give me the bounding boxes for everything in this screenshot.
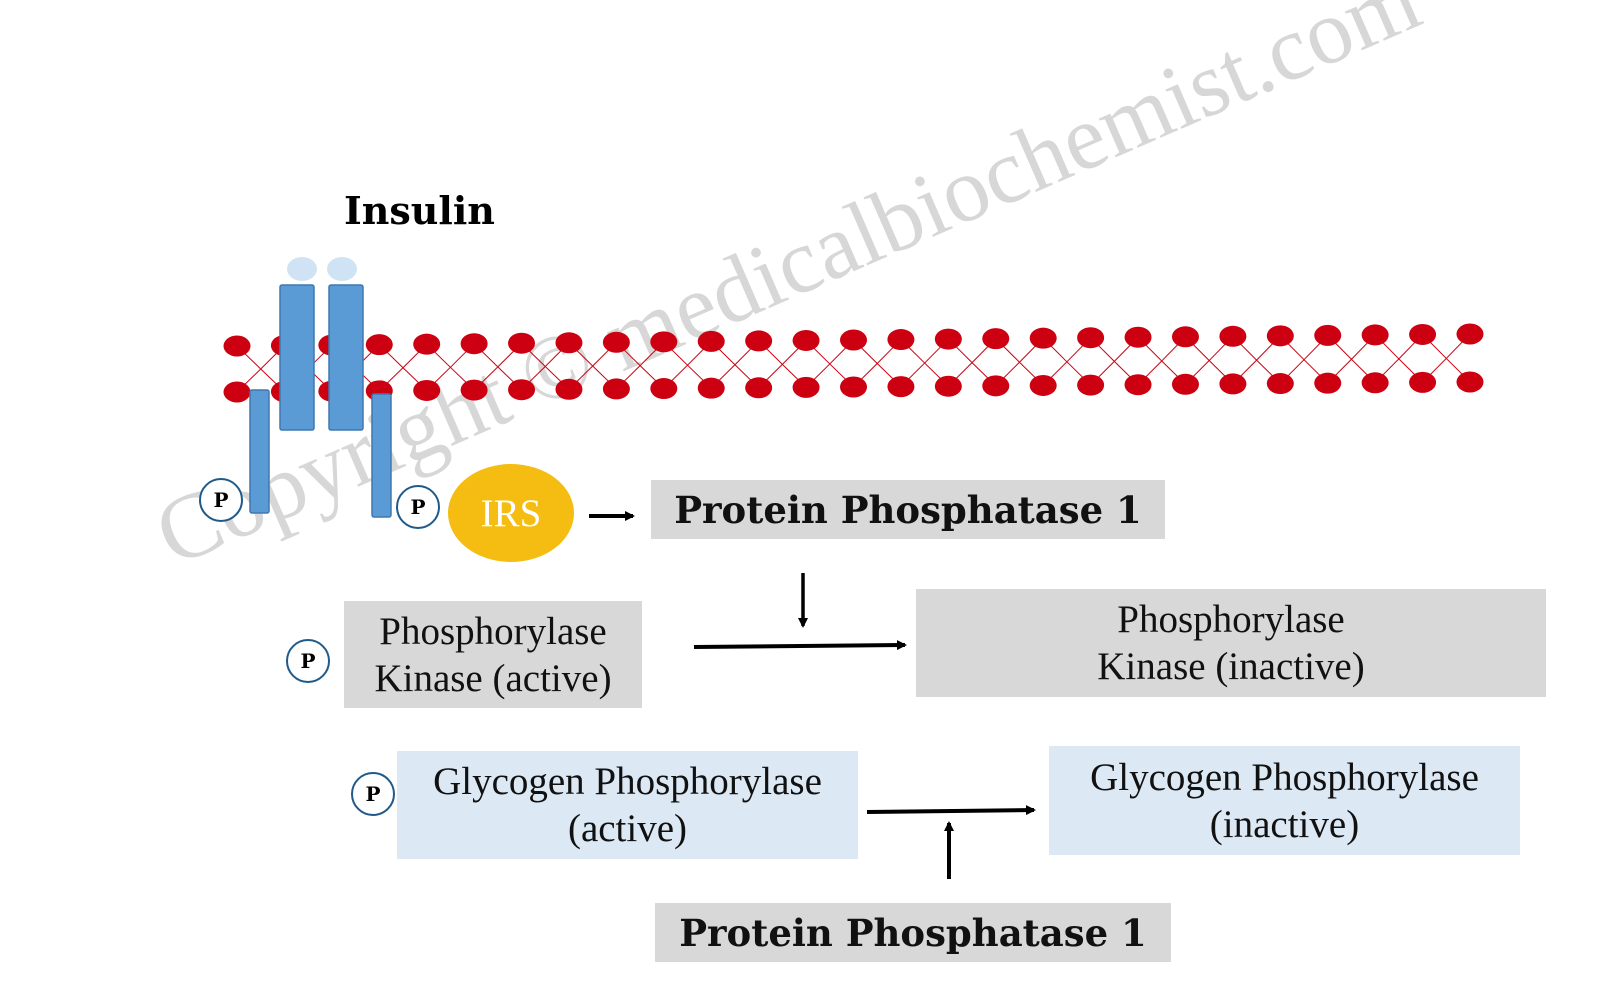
lipid-head-outer (650, 331, 678, 353)
lipid-head-outer (934, 328, 962, 350)
phosphate-circle-glycogen-phosphorylase: P (351, 772, 395, 816)
gp-inactive-line1: Glycogen Phosphorylase (1090, 755, 1479, 799)
insulin-label: Insulin (344, 188, 495, 233)
lipid-head-inner (1077, 374, 1105, 396)
lipid-head-inner (1456, 371, 1484, 393)
lipid-head-inner (602, 378, 630, 400)
phosphate-circle-receptor-left: P (199, 478, 243, 522)
phk-inactive-line1: Phosphorylase (1117, 598, 1345, 641)
lipid-head-outer (745, 330, 773, 352)
glycogen-phosphorylase-inactive-box: Glycogen Phosphorylase (inactive) (1049, 746, 1520, 855)
lipid-head-inner (745, 377, 773, 399)
lipid-head-outer (365, 334, 393, 356)
phk-active-line1: Phosphorylase (379, 609, 607, 653)
lipid-head-outer (1456, 323, 1484, 345)
lipid-head-outer (1077, 327, 1105, 349)
lipid-head-inner (982, 375, 1010, 397)
insulin-molecule-right (327, 257, 357, 281)
lipid-head-outer (223, 335, 251, 357)
phosphate-circle-receptor-right: P (396, 485, 440, 529)
lipid-head-inner (840, 376, 867, 398)
phk-inactive-line2: Kinase (inactive) (1097, 645, 1365, 688)
lipid-head-outer (1219, 325, 1247, 347)
lipid-head-outer (1266, 325, 1294, 347)
lipid-head-outer (1029, 327, 1057, 349)
lipid-head-outer (982, 328, 1010, 350)
lipid-head-outer (1361, 324, 1389, 346)
lipid-head-inner (1409, 371, 1437, 393)
lipid-head-inner (887, 376, 915, 398)
lipid-head-inner (555, 378, 583, 400)
glycogen-phosphorylase-active-box: Glycogen Phosphorylase (active) (397, 751, 858, 859)
lipid-head-inner (1314, 372, 1342, 394)
protein-phosphatase-1-top: Protein Phosphatase 1 (651, 480, 1165, 539)
lipid-head-outer (1314, 324, 1342, 346)
lipid-head-inner (1219, 373, 1247, 395)
receptor-alpha-right (328, 284, 364, 431)
lipid-head-outer (508, 332, 536, 354)
lipid-head-inner (223, 381, 251, 403)
lipid-head-outer (840, 329, 867, 351)
lipid-head-inner (1266, 373, 1294, 395)
lipid-head-inner (508, 379, 536, 401)
arrow-gp-active-to-inactive (866, 805, 1036, 816)
gp-inactive-line2: (inactive) (1209, 802, 1360, 846)
lipid-head-inner (934, 375, 962, 397)
lipid-head-inner (697, 377, 725, 399)
receptor-alpha-left (279, 284, 315, 431)
protein-phosphatase-1-top-label: Protein Phosphatase 1 (674, 487, 1142, 532)
lipid-head-outer (1409, 323, 1437, 345)
phosphate-circle-phosphorylase-kinase: P (286, 639, 330, 683)
phosphorylase-kinase-active-box: Phosphorylase Kinase (active) (344, 601, 642, 708)
lipid-head-outer (555, 332, 583, 354)
lipid-head-inner (650, 378, 678, 400)
gp-active-line1: Glycogen Phosphorylase (433, 760, 822, 803)
lipid-head-outer (792, 329, 820, 351)
lipid-head-inner (1171, 373, 1199, 395)
lipid-head-inner (460, 379, 488, 401)
lipid-head-inner (1124, 374, 1152, 396)
receptor-beta-right (371, 393, 392, 518)
insulin-receptor (249, 257, 392, 518)
lipid-head-inner (1361, 372, 1389, 394)
lipid-head-outer (1171, 326, 1199, 348)
arrow-phk-active-to-inactive (693, 640, 907, 651)
gp-active-line2: (active) (567, 807, 688, 850)
lipid-head-inner (1029, 374, 1057, 396)
lipid-head-outer (887, 329, 915, 351)
irs-node: IRS (448, 464, 574, 562)
protein-phosphatase-1-bottom-label: Protein Phosphatase 1 (679, 910, 1147, 955)
phk-active-line2: Kinase (active) (374, 656, 612, 700)
lipid-head-outer (602, 331, 630, 353)
protein-phosphatase-1-bottom: Protein Phosphatase 1 (655, 903, 1171, 962)
lipid-head-outer (697, 330, 725, 352)
lipid-head-outer (413, 333, 441, 355)
receptor-beta-left (249, 389, 270, 514)
lipid-head-outer (1124, 326, 1152, 348)
insulin-molecule-left (287, 257, 317, 281)
cell-membrane (223, 323, 1484, 403)
lipid-head-inner (413, 379, 441, 401)
lipid-head-inner (792, 376, 820, 398)
lipid-head-outer (460, 333, 488, 355)
phosphorylase-kinase-inactive-box: Phosphorylase Kinase (inactive) (916, 589, 1546, 697)
